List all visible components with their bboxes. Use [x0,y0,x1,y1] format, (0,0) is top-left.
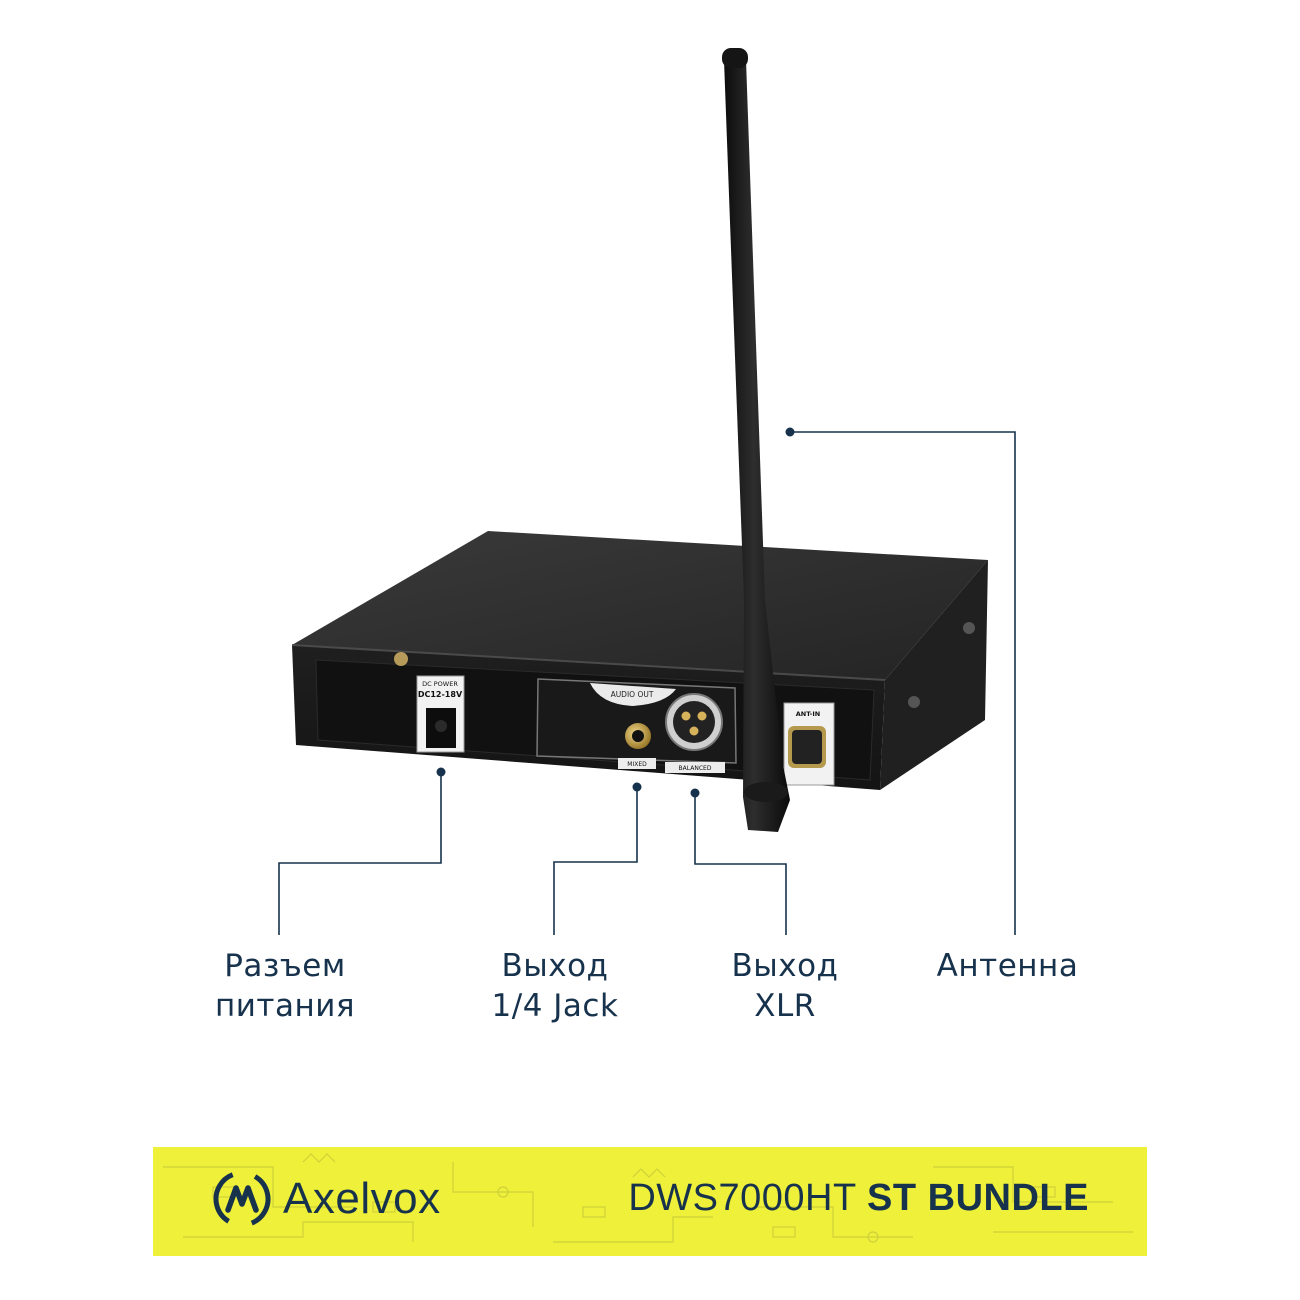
mixed-label: MIXED [627,761,647,768]
callout-line-antenna [790,431,1016,935]
callout-lines [278,431,1016,935]
dc-power-label: DC POWER [422,680,458,688]
callout-label-jack: Выход 1/4 Jack [455,946,655,1026]
brand-banner: Axelvox DWS7000HT ST BUNDLE [153,1147,1147,1256]
callout-jack-line1: Выход [501,948,609,984]
brand-lockup: Axelvox [211,1169,441,1229]
callout-line-xlr [694,793,787,935]
callout-label-xlr: Выход XLR [705,946,865,1026]
antenna [722,48,790,832]
dc-voltage-label: DC12-18V [418,690,463,699]
model-name: DWS7000HT ST BUNDLE [628,1177,1089,1220]
callout-label-power: Разъем питания [180,946,390,1026]
ant-in-connector: ANT-IN [783,702,835,786]
callout-dot [632,782,642,792]
callout-dot [785,427,795,437]
callout-antenna-line1: Антенна [936,948,1079,984]
callout-xlr-line2: XLR [754,988,816,1024]
axelvox-logo-icon [213,1170,271,1228]
callout-xlr-line1: Выход [731,948,839,984]
callout-line-jack [553,787,638,935]
callout-dot [436,767,446,777]
audio-out-label: AUDIO OUT [611,690,654,699]
panel-screw-icon [394,652,408,666]
receiver-top-panel [292,531,988,680]
ant-in-label: ANT-IN [796,710,821,718]
callout-label-antenna: Антенна [915,946,1100,986]
brand-name: Axelvox [283,1174,441,1223]
callout-dot [690,788,700,798]
side-screw-icon [908,696,920,708]
callout-line-power [278,772,442,935]
model-code: DWS7000HT [628,1177,856,1219]
callout-power-line2: питания [214,988,356,1024]
circuit-pattern-background [163,1153,1133,1243]
callout-power-line1: Разъем [224,948,346,984]
callout-dots [436,427,795,798]
callout-jack-line2: 1/4 Jack [491,988,619,1024]
audio-out-plate: AUDIO OUT MIXED BALANCED [536,678,737,773]
balanced-label: BALANCED [679,765,712,772]
model-suffix: ST BUNDLE [867,1177,1089,1219]
receiver-side-panel [880,560,988,790]
dc-power-socket: DC POWER DC12-18V [416,675,465,753]
side-screw-icon [963,622,975,634]
